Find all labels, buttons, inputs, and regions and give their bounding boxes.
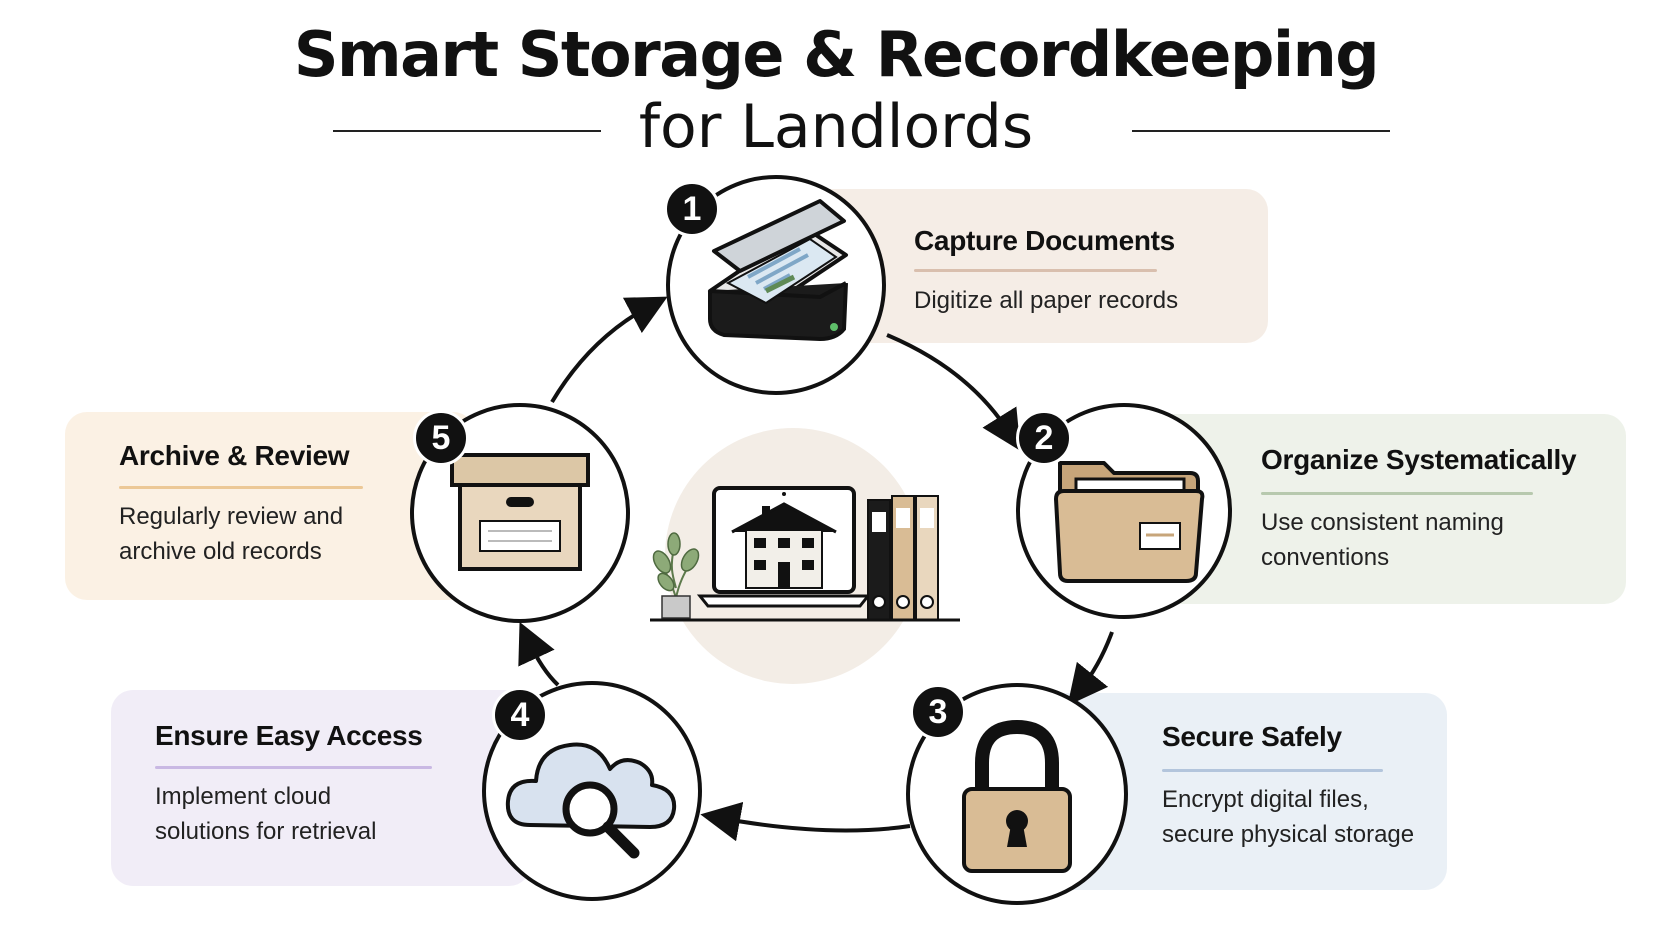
step-description: Implement cloud solutions for retrieval xyxy=(155,779,376,849)
step-description-line: secure physical storage xyxy=(1162,821,1415,848)
step-description-line: Implement cloud xyxy=(155,783,332,810)
step-card-capture: Capture Documents Digitize all paper rec… xyxy=(790,189,1268,343)
padlock-icon xyxy=(962,719,1072,873)
archive-box-icon xyxy=(450,453,590,571)
step-description: Digitize all paper records xyxy=(914,283,1178,318)
arrow-4-to-5 xyxy=(518,621,560,687)
step-description-line: solutions for retrieval xyxy=(155,818,377,845)
step-description-line: conventions xyxy=(1261,544,1390,571)
step-title: Capture Documents xyxy=(914,225,1175,256)
step-badge-5: 5 xyxy=(413,410,469,466)
folder-icon xyxy=(1054,461,1205,583)
step-badge-3: 3 xyxy=(910,684,966,740)
scanner-icon xyxy=(708,199,848,342)
step-title-underline xyxy=(914,269,1157,272)
arrow-3-to-4 xyxy=(700,801,911,842)
step-circle-access xyxy=(482,681,702,901)
page-title: Smart Storage & Recordkeeping xyxy=(293,18,1380,91)
laptop-house-binders-icon xyxy=(650,486,960,622)
step-badge-4: 4 xyxy=(492,687,548,743)
subtitle-rule-right xyxy=(1132,130,1390,132)
step-description-line: archive old records xyxy=(119,538,322,565)
step-title: Secure Safely xyxy=(1162,721,1342,752)
step-description-line: Digitize all paper records xyxy=(914,287,1179,314)
arrow-2-to-3 xyxy=(1067,631,1114,706)
step-title-underline xyxy=(155,766,432,769)
step-badge-2: 2 xyxy=(1016,410,1072,466)
step-badge-1: 1 xyxy=(664,181,720,237)
step-title: Organize Systematically xyxy=(1261,444,1577,475)
step-description: Regularly review and archive old records xyxy=(119,499,343,569)
step-description-line: Use consistent naming xyxy=(1261,509,1504,536)
subtitle-rule-left xyxy=(333,130,601,132)
step-title-underline xyxy=(1162,769,1383,772)
step-circle-secure xyxy=(906,683,1128,905)
page-subtitle: for Landlords xyxy=(638,92,1034,162)
cloud-search-icon xyxy=(505,742,677,859)
step-circle-organize xyxy=(1016,403,1232,619)
step-description-line: Regularly review and xyxy=(119,503,344,530)
step-description-line: Encrypt digital files, xyxy=(1162,786,1369,813)
step-description: Use consistent naming conventions xyxy=(1261,505,1504,575)
step-title-underline xyxy=(119,486,363,489)
step-title: Ensure Easy Access xyxy=(155,720,423,751)
arrow-5-to-1 xyxy=(550,296,668,404)
step-circle-capture xyxy=(666,175,886,395)
step-description: Encrypt digital files, secure physical s… xyxy=(1162,782,1414,852)
step-title: Archive & Review xyxy=(119,440,350,471)
arrow-1-to-2 xyxy=(886,333,1021,451)
step-title-underline xyxy=(1261,492,1533,495)
step-card-access: Ensure Easy Access Implement cloud solut… xyxy=(111,690,531,886)
step-card-archive: Archive & Review Regularly review and ar… xyxy=(65,412,475,600)
subtitle-row: for Landlords xyxy=(0,92,1672,172)
